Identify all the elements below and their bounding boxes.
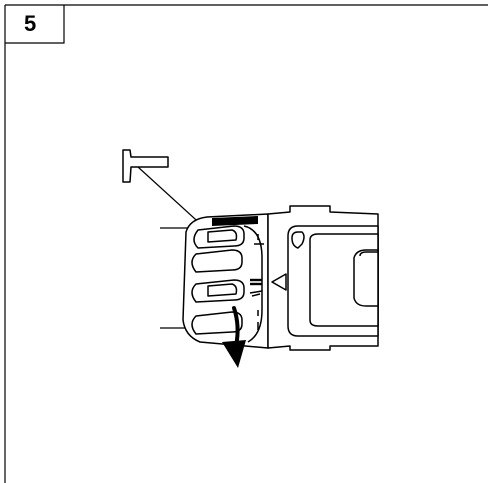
arrow-down-icon [222,306,246,368]
frame-border [4,4,488,483]
step-number: 5 [24,11,37,36]
drill-housing [267,205,379,351]
tool-collar [182,213,269,349]
triangle-marker-icon [271,273,287,291]
selector-marks [249,234,264,330]
reference-lines [160,227,188,329]
hammer-symbol-icon [122,149,169,183]
